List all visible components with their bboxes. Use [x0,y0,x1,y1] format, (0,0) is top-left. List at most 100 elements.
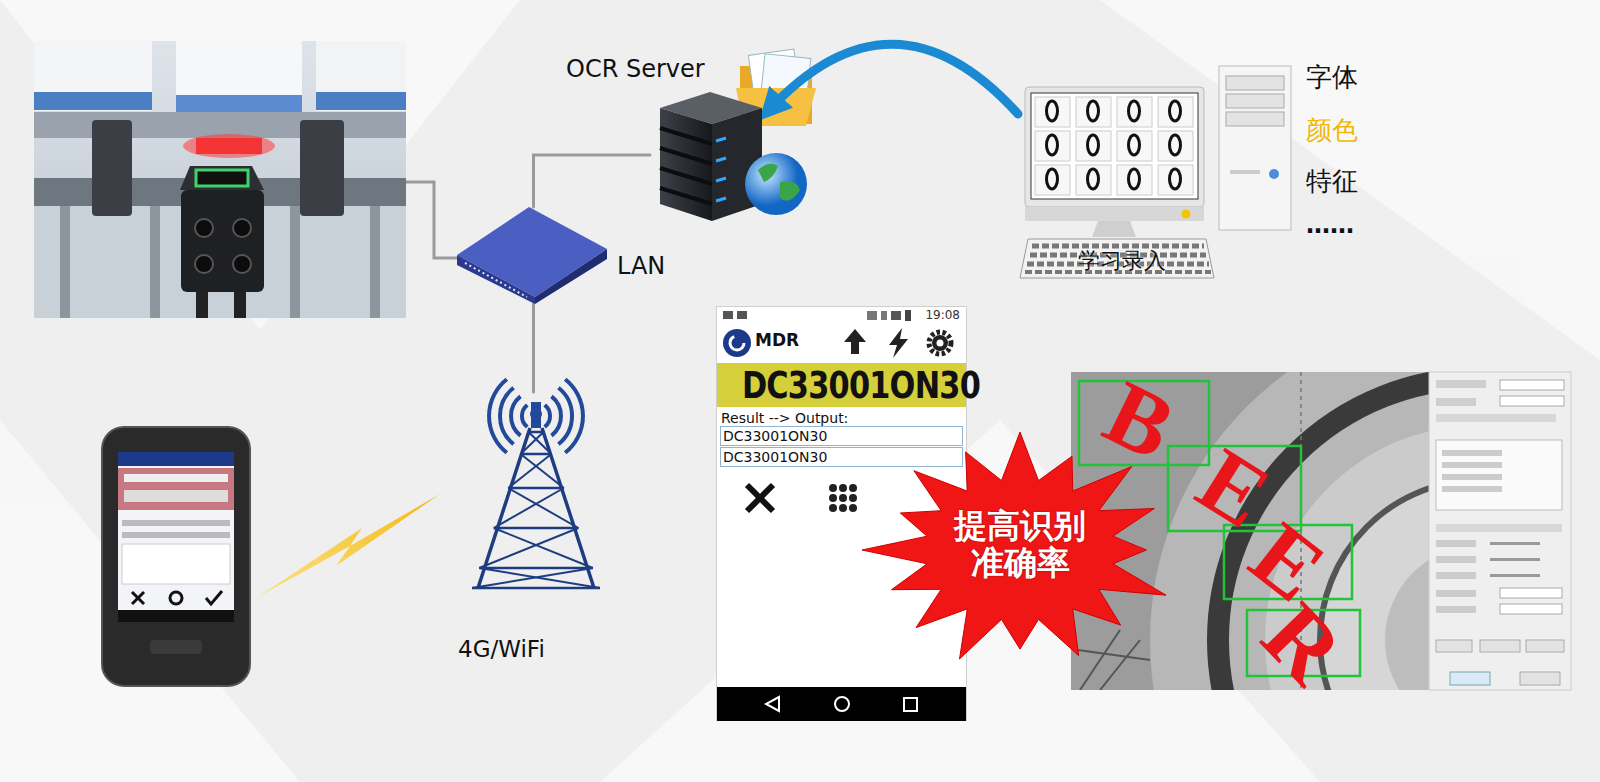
learning-computer-art-part [1158,165,1193,195]
learning-computer-art-part [1035,165,1070,195]
recognized-code: DC33001ON30 [742,365,941,405]
handheld-terminal-part [118,452,234,466]
camera-photo-part [34,41,152,111]
upload-arrow [768,44,1018,114]
phone-screen-art-part [839,494,847,502]
phone-screen-art-part [723,329,751,357]
camera-photo-part [176,41,302,113]
background-facets-part [0,420,300,782]
phone-screen-art-part [891,311,901,320]
handheld-terminal-part [118,468,234,510]
network-cable [534,155,651,207]
settings-panel-part [1500,604,1562,614]
settings-panel-part [1520,672,1560,685]
lan-switch-art-part [457,255,535,304]
app-name: MDR [755,331,799,351]
beer-inspection-image-part [1078,372,1429,690]
phone-screen-art-part [849,504,857,512]
cell-tower-art-part [508,487,564,490]
cell-tower-art-part [531,402,541,428]
phone-screen-art-part [829,504,837,512]
camera-photo-part [34,112,406,138]
camera-photo-part [300,120,344,216]
learning-computer-art-part [1076,131,1111,161]
cell-tower-art-part [530,408,542,420]
settings-panel-part [1436,640,1472,652]
lan-switch-art-part [457,207,607,297]
ocr-server-art-part [758,164,778,182]
learning-computer-art-part [1076,97,1111,127]
cell-tower-art-part [521,453,552,456]
phone-screen-art-part [839,504,847,512]
learning-computer-art-part [1129,135,1140,155]
cell-tower-art-part [545,405,550,427]
ocr-server-art-part [745,153,807,215]
phone-screen-art-part [835,697,849,711]
cell-tower-art-part [508,488,578,528]
settings-panel-part [1450,672,1490,685]
ocr-server-art-part [660,188,712,204]
status-time: 19:08 [925,309,960,323]
ocr-server-art [650,86,820,236]
learning-computer-art-part [1025,87,1204,207]
beer-inspection-image [1071,310,1600,782]
background-facets-part [1100,0,1600,360]
beer-inspection-image-part-part [1385,545,1429,690]
learning-computer-art-part [1025,207,1204,221]
feature-label: 特征 [1306,167,1358,197]
phone-screen-art-part [723,311,733,319]
handheld-terminal-part [132,592,144,604]
camera-photo-part [370,206,380,318]
phone-screen-art-part [747,485,773,511]
camera-photo-part [196,292,208,318]
cell-tower-art-part [479,528,578,568]
phone-screen-art-part [932,335,948,351]
camera-photo-part [60,206,70,318]
handheld-terminal-part [122,544,230,584]
computer-label: 学习录入 [1062,248,1182,273]
camera-photo-part [150,206,160,318]
cell-tower-art-part [472,587,600,590]
feature-label: 字体 [1306,63,1358,93]
phone-screen-art-part [839,484,847,492]
phone-screen-art-part [747,485,773,511]
cell-tower-art-part [552,396,561,435]
learning-computer-art-part [1032,244,1204,249]
server-label: OCR Server [566,56,705,84]
ellipsis-label: …… [1306,212,1354,240]
learning-computer-art-part [1047,135,1058,155]
settings-panel-part [1500,588,1562,598]
settings-panel-part [1500,380,1564,390]
settings-panel-part [1442,462,1502,468]
cell-tower-art [470,392,602,592]
settings-panel-part [1442,486,1502,492]
settings-panel-part [1436,572,1476,579]
handheld-terminal-part [102,427,250,686]
cell-tower-art-part [558,388,572,444]
wireless-bolt [256,494,440,598]
ocr-server-art-part [716,138,726,141]
settings-panel [1429,372,1571,690]
phone-screen-art-part [730,336,744,350]
camera-photo-part [196,170,248,186]
learning-computer-art-part [1170,169,1181,189]
lan-switch-art-part [465,263,527,297]
cell-tower: 4G/WiFi [470,392,602,592]
camera-photo-part [316,92,406,110]
lan-switch-art [457,207,610,304]
camera-photo-part [34,92,152,110]
settings-panel-part [1490,574,1540,577]
background-facets-part [0,0,520,330]
phone-screen-art-part [889,328,908,358]
camera-wire [406,182,462,258]
phone-screen-art-part [881,311,887,320]
cell-tower-art-part [565,379,583,453]
lan-switch: LAN [457,207,610,304]
cell-tower-art-part [472,568,593,588]
settings-panel-part [1436,556,1476,563]
handheld-terminal [102,427,250,686]
ocr-server-art-part [660,108,712,221]
beer-inspection-image-part-part [1100,640,1140,690]
settings-panel-part [1436,590,1476,597]
